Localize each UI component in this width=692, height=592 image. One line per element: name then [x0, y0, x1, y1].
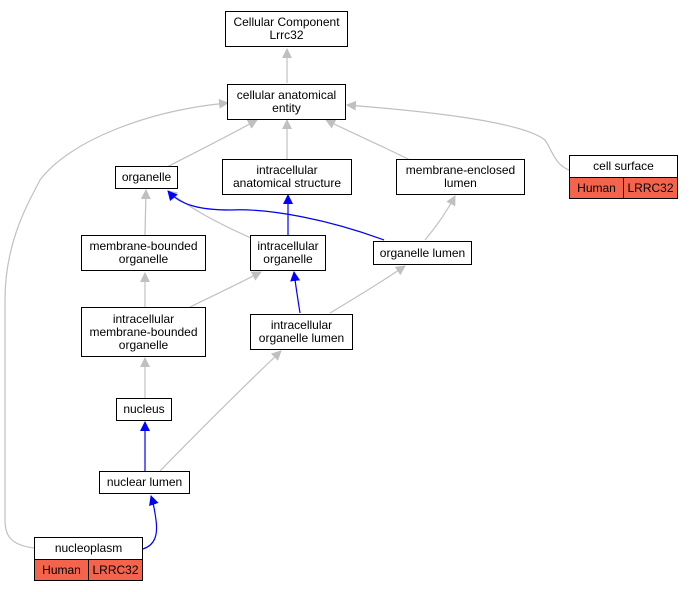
species-label: Human: [577, 181, 616, 195]
node-nucleoplasm[interactable]: nucleoplasm: [34, 537, 143, 560]
edge-nuclearlumen-to-iol: [159, 350, 282, 472]
node-intracellular-organelle[interactable]: intracellular organelle: [250, 235, 326, 271]
node-intracellular-organelle-lumen[interactable]: intracellular organelle lumen: [250, 314, 353, 350]
edge-cellsurface-to-cae: [346, 100, 570, 171]
edge-mbo-to-organelle: [140, 189, 151, 236]
edge-nucleoplasm-to-cae: [4, 98, 229, 549]
node-intracellular-membrane-bounded-organelle[interactable]: intracellular membrane-bounded organelle: [81, 307, 206, 357]
node-membrane-enclosed-lumen[interactable]: membrane-enclosed lumen: [396, 159, 525, 195]
annotation-cell-surface: Human LRRC32: [569, 177, 678, 199]
edge-nucleoplasm-to-nuclearlumen: [142, 495, 159, 550]
node-organelle[interactable]: organelle: [115, 166, 178, 189]
edge-organelle-to-orglumen: [167, 190, 385, 241]
node-intracellular-anatomical-structure[interactable]: intracellular anatomical structure: [222, 159, 352, 195]
edge-iol-to-orglumen: [329, 265, 406, 314]
edge-iol-to-intraorg: [290, 271, 301, 314]
node-organelle-lumen[interactable]: organelle lumen: [373, 241, 472, 265]
gene-label: LRRC32: [88, 560, 142, 580]
node-membrane-bounded-organelle[interactable]: membrane-bounded organelle: [81, 235, 206, 271]
edge-imbo-to-intraorg: [189, 271, 262, 308]
edge-mel-to-cae: [325, 119, 411, 161]
node-nuclear-lumen[interactable]: nuclear lumen: [99, 471, 190, 494]
species-label: Human: [42, 563, 81, 577]
annotation-nucleoplasm: Human LRRC32: [34, 559, 143, 581]
node-cell-surface[interactable]: cell surface: [569, 155, 678, 178]
edge-orglumen-to-mel: [424, 195, 456, 241]
edge-organelle-to-cae: [164, 119, 258, 169]
gene-label: LRRC32: [623, 178, 677, 198]
node-root[interactable]: Cellular Component Lrrc32: [225, 11, 348, 47]
node-cellular-anatomical-entity[interactable]: cellular anatomical entity: [227, 84, 346, 120]
node-nucleus[interactable]: nucleus: [116, 398, 172, 421]
edge-intraorg-to-organelle: [167, 190, 252, 239]
